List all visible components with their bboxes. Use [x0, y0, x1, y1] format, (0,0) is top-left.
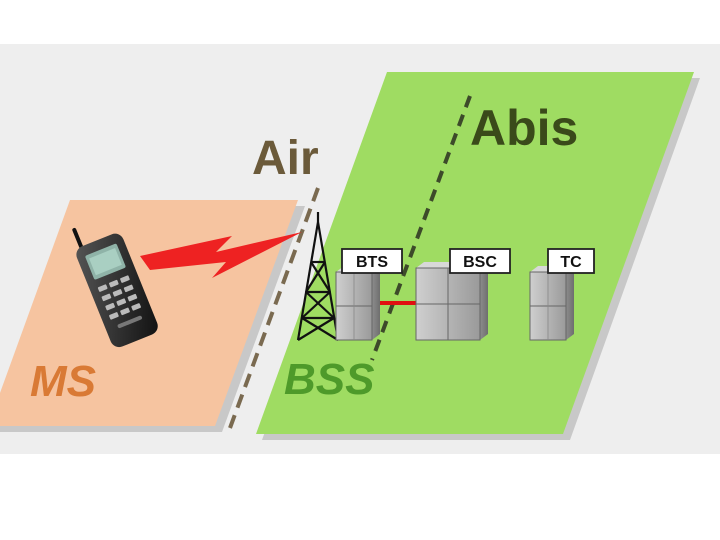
abis-label: Abis: [470, 100, 578, 156]
bsc-label: BSC: [463, 254, 497, 271]
air-label: Air: [252, 132, 319, 185]
abis-interface-line: [370, 95, 472, 361]
ms-label: MS: [30, 357, 96, 406]
bts-label: BTS: [356, 254, 388, 271]
antenna-tower-icon: [296, 212, 340, 341]
bss-label: BSS: [284, 355, 374, 404]
tc-rack: [529, 266, 574, 341]
bsc-rack: [415, 262, 488, 341]
tc-label: TC: [560, 254, 582, 271]
bsc-tag: BSC: [449, 248, 511, 274]
lightning-bolt-icon: [140, 232, 302, 278]
mobile-phone-icon: [72, 227, 158, 348]
bts-rack: [335, 266, 380, 341]
tc-tag: TC: [547, 248, 595, 274]
bts-tag: BTS: [341, 248, 403, 274]
